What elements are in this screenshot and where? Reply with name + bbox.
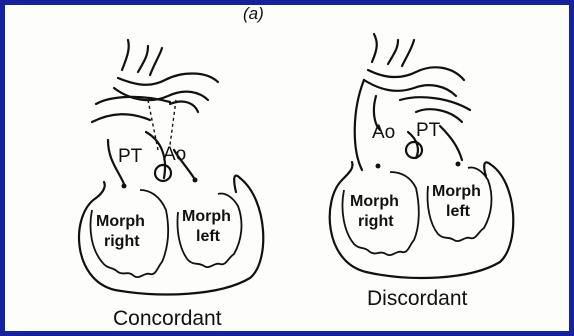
- label-morph-right-1: Morph: [350, 193, 399, 210]
- label-morph-left-1: Morph: [182, 208, 231, 225]
- panel-label: (a): [243, 4, 264, 23]
- label-morph-right-1: Morph: [96, 213, 145, 230]
- label-ao: Ao: [163, 144, 186, 165]
- caption-concordant: Concordant: [113, 307, 222, 330]
- discordant-heart: Ao PT Morph right Morph left Discordant: [330, 34, 514, 310]
- label-morph-right-2: right: [104, 233, 140, 250]
- label-morph-left-1: Morph: [432, 183, 481, 200]
- label-morph-left-2: left: [196, 228, 221, 245]
- arch-vessel-2: [138, 46, 148, 72]
- arch-vessel-1: [372, 34, 377, 62]
- arch-vessel-3: [402, 40, 414, 66]
- label-ao: Ao: [372, 122, 395, 143]
- arch-vessel-3: [150, 48, 162, 75]
- label-pt: PT: [416, 120, 441, 141]
- concordant-heart: PT Ao Morph right Morph left Concordant: [79, 40, 263, 330]
- label-pt: PT: [118, 146, 143, 167]
- arch-vessel-2: [388, 40, 398, 64]
- caption-discordant: Discordant: [367, 287, 468, 310]
- arch-vessel-1: [122, 40, 129, 70]
- label-morph-right-2: right: [358, 213, 394, 230]
- label-morph-left-2: left: [446, 203, 471, 220]
- aortic-arch: [118, 74, 218, 85]
- aortic-arch: [368, 67, 464, 80]
